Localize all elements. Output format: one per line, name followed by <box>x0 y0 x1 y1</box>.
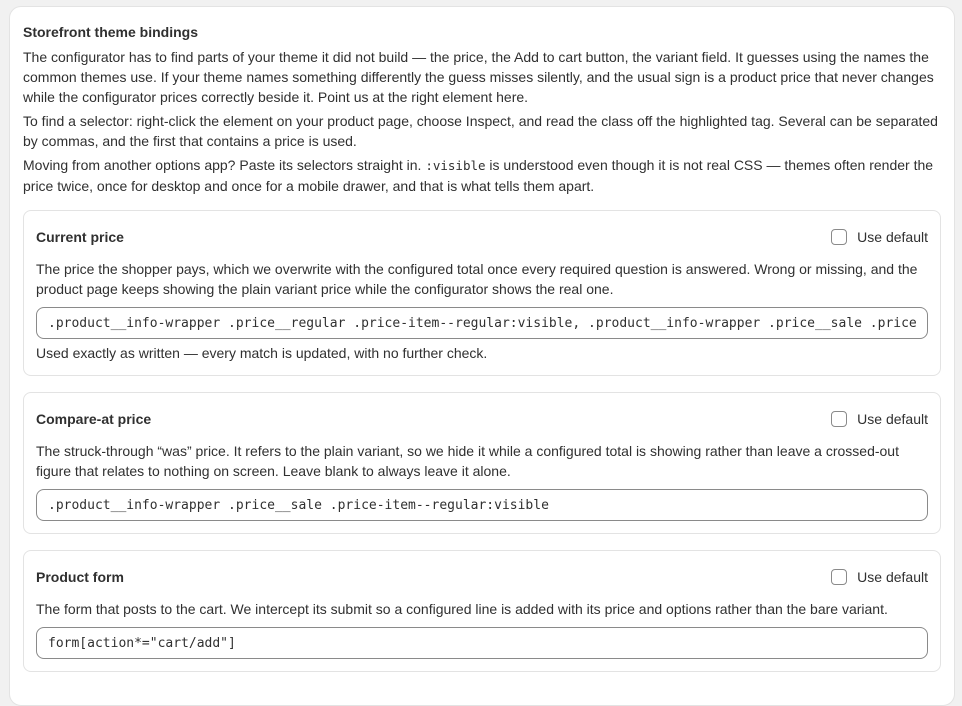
product-form-card: Product form Use default The form that p… <box>23 550 941 672</box>
current-price-title: Current price <box>36 229 124 245</box>
compare-at-price-card: Compare-at price Use default The struck-… <box>23 392 941 534</box>
compare-at-price-use-default[interactable]: Use default <box>831 411 928 427</box>
intro-text-before-code: Moving from another options app? Paste i… <box>23 157 426 173</box>
section-intro: The configurator has to find parts of yo… <box>23 47 941 196</box>
intro-paragraph-1: The configurator has to find parts of yo… <box>23 49 934 105</box>
product-form-title: Product form <box>36 569 124 585</box>
product-form-use-default[interactable]: Use default <box>831 569 928 585</box>
current-price-use-default-checkbox[interactable] <box>831 229 848 245</box>
intro-paragraph-2: To find a selector: right-click the elem… <box>23 113 938 149</box>
current-price-selector-input[interactable] <box>36 307 928 339</box>
intro-paragraph-3: Moving from another options app? Paste i… <box>23 155 941 196</box>
product-form-selector-input[interactable] <box>36 627 928 659</box>
compare-at-price-title: Compare-at price <box>36 411 152 427</box>
product-form-use-default-checkbox[interactable] <box>831 569 848 585</box>
current-price-use-default[interactable]: Use default <box>831 229 928 245</box>
current-price-use-default-label: Use default <box>857 229 928 245</box>
visible-pseudo-code: :visible <box>425 158 486 173</box>
product-form-use-default-label: Use default <box>857 569 928 585</box>
intro-text-after-code: is understood even though it is not real… <box>23 157 934 194</box>
product-form-description: The form that posts to the cart. We inte… <box>36 601 888 617</box>
compare-at-price-use-default-label: Use default <box>857 411 928 427</box>
compare-at-price-description: The struck-through “was” price. It refer… <box>36 443 899 479</box>
compare-at-price-selector-input[interactable] <box>36 489 928 521</box>
current-price-description: The price the shopper pays, which we ove… <box>36 261 918 297</box>
current-price-help-text: Used exactly as written — every match is… <box>36 345 488 361</box>
theme-bindings-panel: Storefront theme bindings The configurat… <box>9 6 955 706</box>
current-price-card: Current price Use default The price the … <box>23 210 941 376</box>
compare-at-price-use-default-checkbox[interactable] <box>831 411 848 427</box>
section-title: Storefront theme bindings <box>23 24 198 40</box>
